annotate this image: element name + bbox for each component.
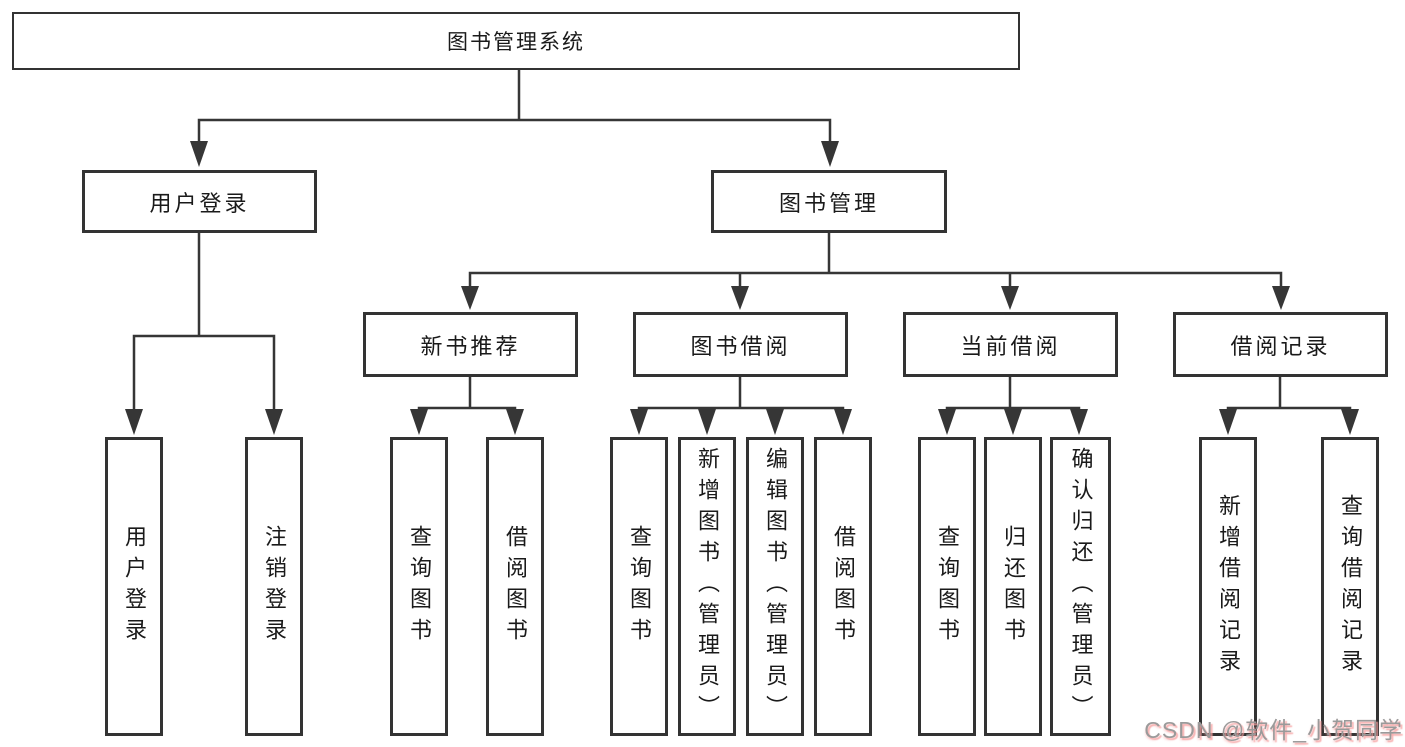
node-leaf-logout: 注销登录 <box>245 437 303 736</box>
watermark: CSDN @软件_小贺同学 <box>1144 717 1403 743</box>
arrow-down-icon <box>506 409 524 435</box>
node-leaf-query-book-borrowing: 查询图书 <box>610 437 668 736</box>
arrow-down-icon <box>125 409 143 435</box>
arrow-down-icon <box>1341 409 1359 435</box>
node-current-borrowing: 当前借阅 <box>903 312 1118 377</box>
node-leaf-add-book-admin: 新增图书（管理员） <box>678 437 736 736</box>
node-borrowing-records: 借阅记录 <box>1173 312 1388 377</box>
node-leaf-borrow-book-newbook: 借阅图书 <box>486 437 544 736</box>
node-leaf-query-borrow-record: 查询借阅记录 <box>1321 437 1379 736</box>
arrow-down-icon <box>1070 409 1088 435</box>
node-leaf-borrow-book-borrowing: 借阅图书 <box>814 437 872 736</box>
arrow-down-icon <box>190 141 208 167</box>
connector-userlogin-to-leaves <box>132 231 276 416</box>
arrow-down-icon <box>834 409 852 435</box>
node-leaf-edit-book-admin: 编辑图书（管理员） <box>746 437 804 736</box>
arrow-down-icon <box>265 409 283 435</box>
arrow-down-icon <box>821 141 839 167</box>
node-new-book-recommendation: 新书推荐 <box>363 312 578 377</box>
node-leaf-query-book-newbook: 查询图书 <box>390 437 448 736</box>
node-leaf-query-book-current: 查询图书 <box>918 437 976 736</box>
arrow-down-icon <box>938 409 956 435</box>
connector-root-to-branches <box>197 68 832 146</box>
node-leaf-user-login: 用户登录 <box>105 437 163 736</box>
node-root-system: 图书管理系统 <box>12 12 1020 70</box>
connector-currentborrow-to-leaves <box>945 375 1081 416</box>
node-leaf-add-borrow-record: 新增借阅记录 <box>1199 437 1257 736</box>
arrow-down-icon <box>461 286 479 310</box>
arrow-down-icon <box>731 286 749 310</box>
arrowheads <box>125 141 1359 435</box>
connector-bookborrow-to-leaves <box>637 375 845 416</box>
arrow-down-icon <box>766 409 784 435</box>
arrow-down-icon <box>1001 286 1019 310</box>
connector-bookmgmt-to-modules <box>468 231 1283 292</box>
connector-newbook-to-leaves <box>417 375 517 416</box>
node-book-management-branch: 图书管理 <box>711 170 947 233</box>
arrow-down-icon <box>630 409 648 435</box>
node-leaf-confirm-return-admin: 确认归还（管理员） <box>1050 437 1111 736</box>
arrow-down-icon <box>1004 409 1022 435</box>
arrow-down-icon <box>698 409 716 435</box>
arrow-down-icon <box>410 409 428 435</box>
node-leaf-return-book: 归还图书 <box>984 437 1042 736</box>
connector-records-to-leaves <box>1226 375 1352 416</box>
node-book-borrowing: 图书借阅 <box>633 312 848 377</box>
node-user-login-branch: 用户登录 <box>82 170 317 233</box>
arrow-down-icon <box>1272 286 1290 310</box>
arrow-down-icon <box>1219 409 1237 435</box>
